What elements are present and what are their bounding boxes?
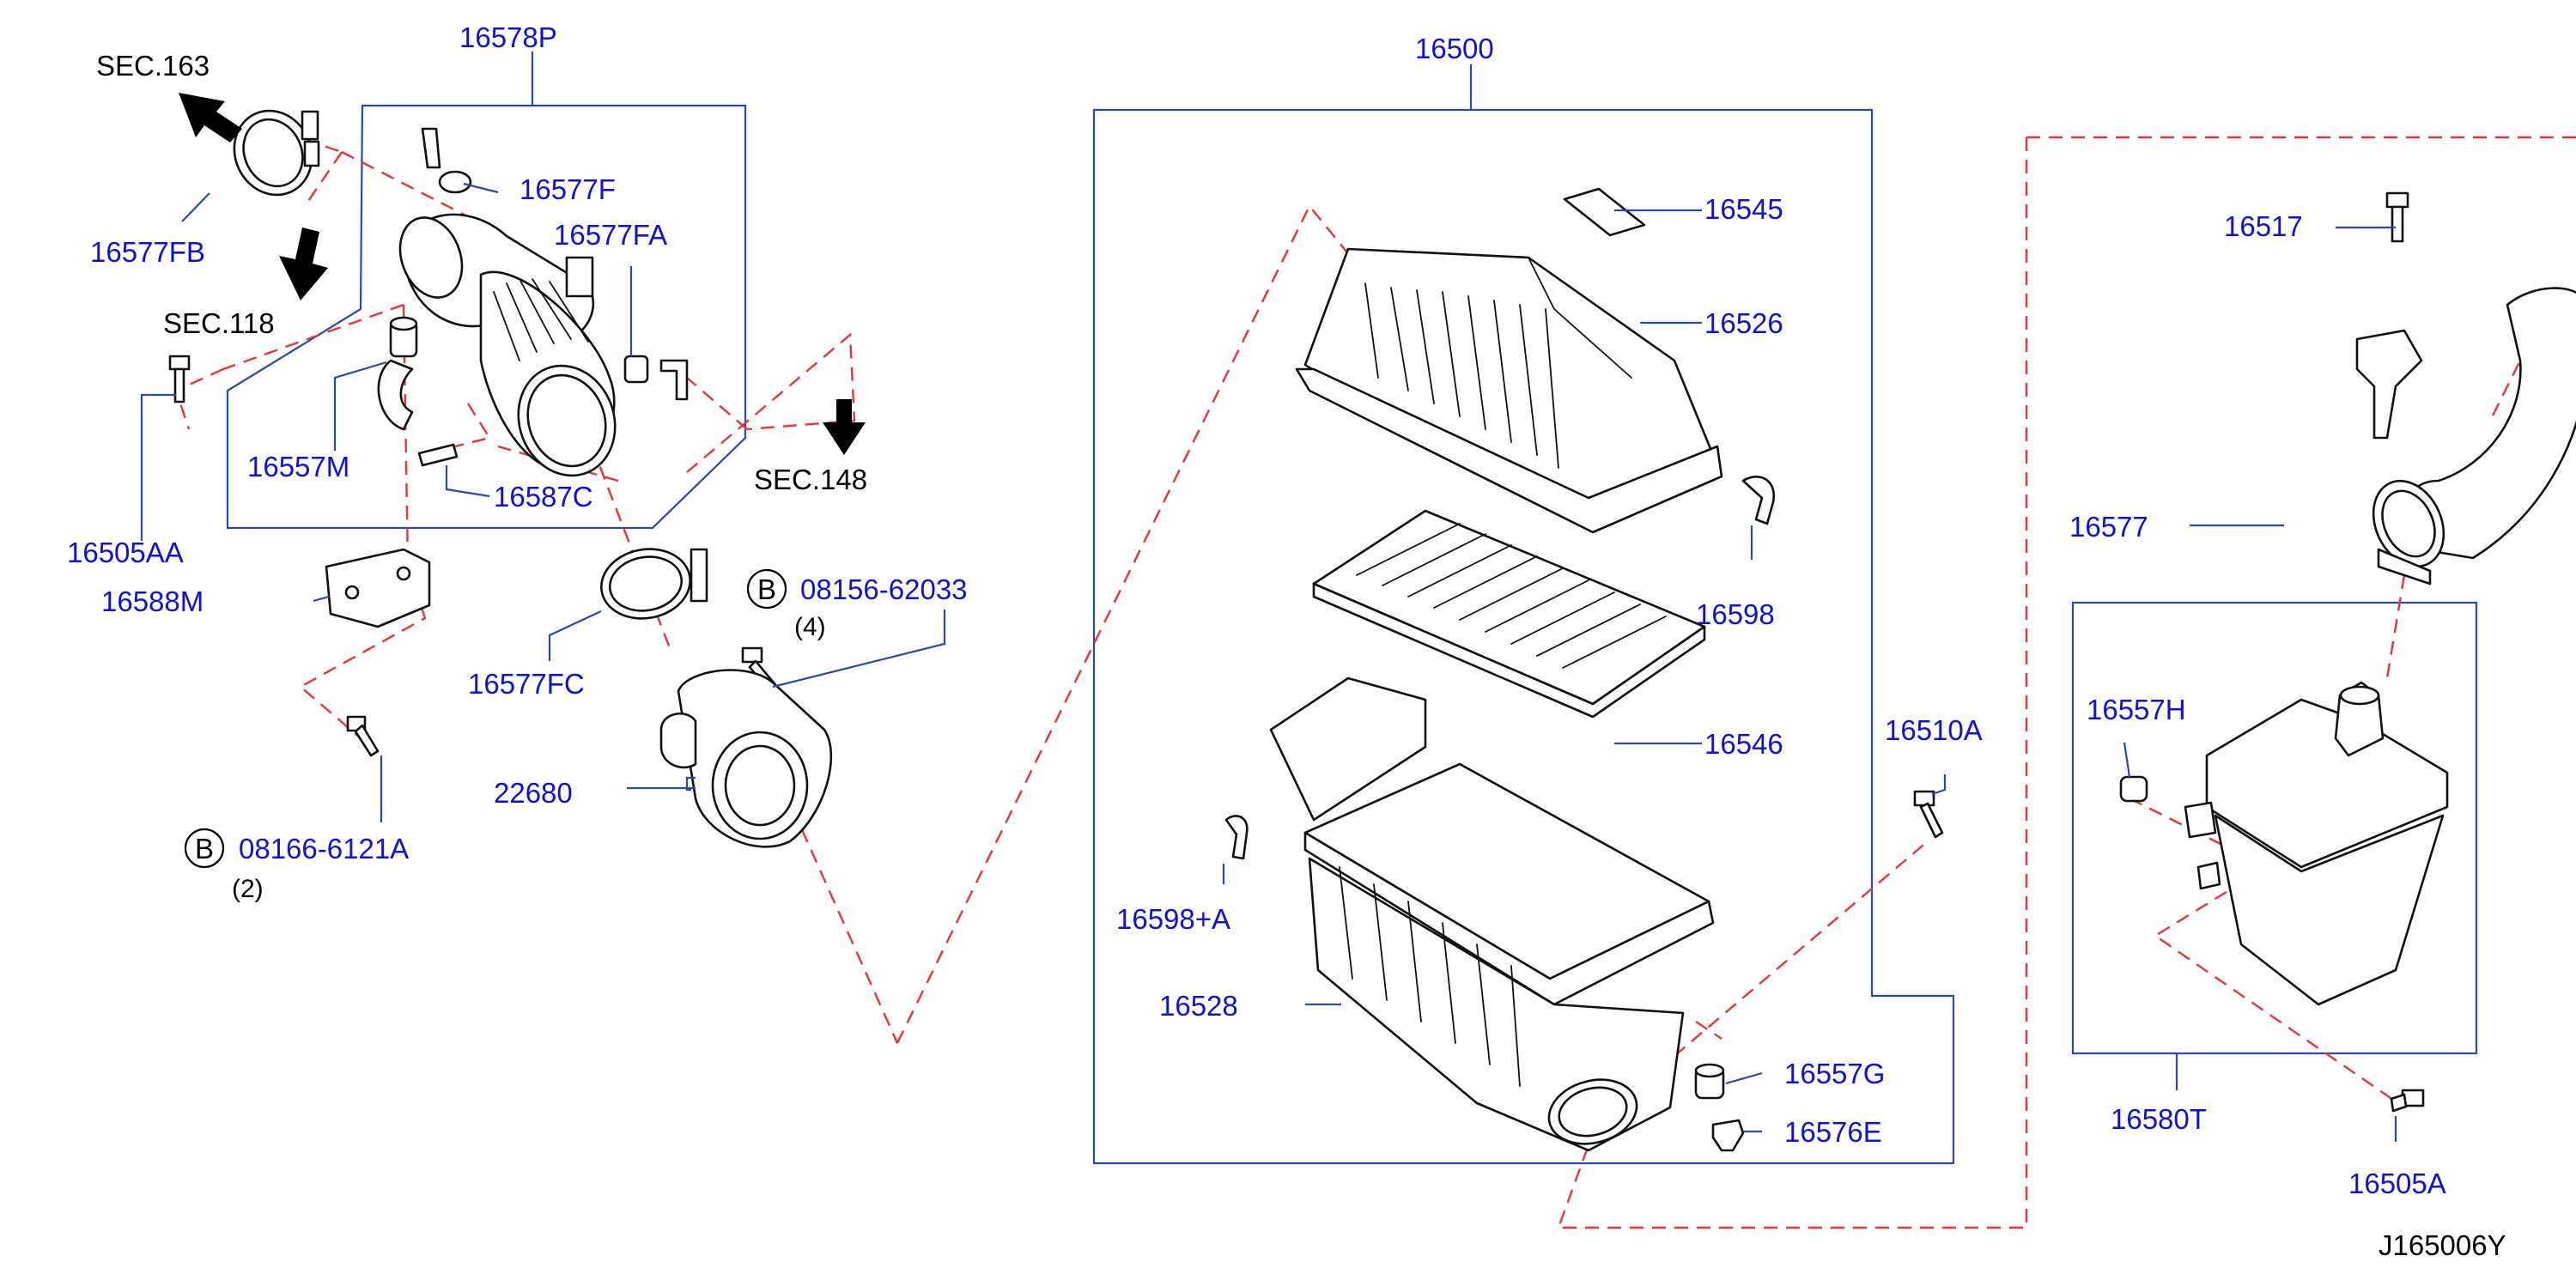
filter-16546 <box>1312 509 1706 719</box>
label-16526: 16526 <box>1704 307 1783 339</box>
callout-b-08166 <box>184 828 225 869</box>
label-16580T: 16580T <box>2111 1103 2207 1135</box>
arrow-sec163-icon <box>179 93 242 143</box>
label-16546: 16546 <box>1704 728 1783 760</box>
resonator-16580T <box>2184 681 2449 1006</box>
label-sec163: SEC.163 <box>96 50 210 82</box>
duct-16577 <box>2355 287 2576 585</box>
label-16587C: 16587C <box>494 481 593 513</box>
clip-16598 <box>1741 476 1776 525</box>
box-16580T <box>2071 601 2478 1055</box>
label-qty-2: (2) <box>232 875 264 903</box>
bolt-16510A <box>1913 790 1944 839</box>
intake-duct-16578P <box>377 213 617 477</box>
label-08166-6121A: 08166-6121A <box>239 833 409 864</box>
label-16505A: 16505A <box>2348 1168 2446 1199</box>
label-16557M: 16557M <box>247 451 349 482</box>
bolt-16505AA <box>168 355 191 403</box>
label-16577FB: 16577FB <box>90 236 205 268</box>
label-16505AA: 16505AA <box>67 537 184 568</box>
pin-16587C <box>417 443 459 467</box>
arrow-sec148-icon <box>823 399 866 455</box>
label-16500: 16500 <box>1415 33 1494 64</box>
label-qty-4: (4) <box>794 613 826 641</box>
label-sec148: SEC.148 <box>754 464 867 495</box>
grommet-16557G <box>1694 1063 1725 1100</box>
label-16588M: 16588M <box>101 585 204 617</box>
clip-16598A <box>1224 815 1249 860</box>
label-16545: 16545 <box>1704 193 1783 225</box>
label-16545 <box>1563 187 1646 237</box>
callout-b-letter: B <box>195 833 214 864</box>
clip-16577FA <box>623 355 689 401</box>
callout-b-08156 <box>746 568 787 610</box>
label-16577F: 16577F <box>519 173 616 205</box>
case-16528 <box>1269 676 1715 1152</box>
bolt-08166 <box>346 715 380 757</box>
cover-16526 <box>1295 247 1723 534</box>
pin-16576E <box>1711 1119 1745 1152</box>
grommet-16557M <box>389 316 418 358</box>
clamp-16577FB <box>233 109 320 197</box>
label-16577: 16577 <box>2069 511 2148 543</box>
bolt-16517 <box>2385 191 2409 243</box>
label-16517: 16517 <box>2224 210 2303 242</box>
label-16510A: 16510A <box>1885 714 1983 746</box>
box-16500 <box>1092 108 1955 1165</box>
label-16578P: 16578P <box>459 21 557 53</box>
label-16598: 16598 <box>1696 598 1775 630</box>
bracket-16588M <box>325 548 431 628</box>
leader-lines <box>140 182 2397 1142</box>
label-16577FC: 16577FC <box>468 668 585 700</box>
arrow-sec118-icon <box>279 228 328 300</box>
clamp-16577F <box>421 127 472 194</box>
box-16578P <box>226 104 747 530</box>
label-08156-62033: 08156-62033 <box>800 573 968 605</box>
clamp-16577FC <box>600 548 708 620</box>
label-16557H: 16557H <box>2087 694 2186 725</box>
label-16576E: 16576E <box>1784 1116 1882 1148</box>
label-22680: 22680 <box>494 777 573 809</box>
label-16528: 16528 <box>1159 990 1238 1022</box>
label-16598A: 16598+A <box>1116 903 1230 935</box>
sensor-22680 <box>659 669 833 848</box>
diagram-code: J165006Y <box>2379 1229 2506 1261</box>
bolt-16505A <box>2390 1089 2425 1113</box>
dash-lines <box>174 124 2576 1229</box>
label-16577FA: 16577FA <box>554 219 667 251</box>
label-sec118: SEC.118 <box>163 307 275 339</box>
label-16557G: 16557G <box>1784 1058 1885 1089</box>
grommet-16557H <box>2119 775 2148 803</box>
callout-b-letter: B <box>757 573 776 605</box>
